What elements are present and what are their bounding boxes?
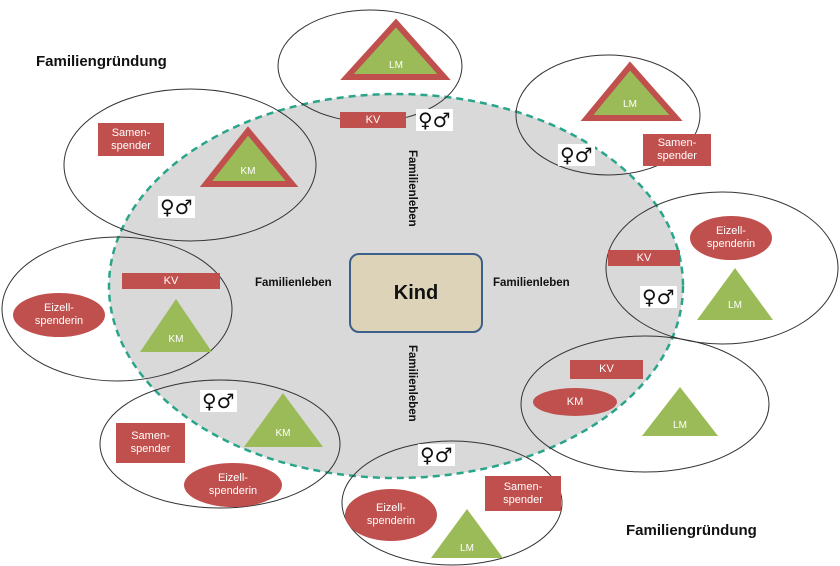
triangle-top-left-label: KM (241, 166, 256, 177)
gender-symbol-icon: ♀♂ (416, 108, 453, 132)
family-ellipse-left (1, 236, 233, 382)
km-label-bottom-right: KM (533, 388, 617, 416)
samenspender-label-top-left: Samen- spender (98, 123, 164, 156)
gender-symbol-icon: ♀♂ (640, 285, 677, 309)
kv-label-top: KV (340, 112, 406, 128)
heading-familiengruendung-top: Familiengründung (36, 53, 167, 70)
triangle-bottom-right (642, 387, 718, 436)
familienleben-right-label: Familienleben (493, 277, 570, 289)
family-ellipse-bottom-right (520, 335, 770, 473)
eizellspenderin-label-left: Eizell- spenderin (13, 293, 105, 337)
samenspender-label-bottom: Samen- spender (485, 476, 561, 511)
familienleben-bottom-label: Familienleben (406, 345, 418, 422)
eizellspenderin-label-right: Eizell- spenderin (690, 216, 772, 260)
triangle-left (140, 299, 212, 352)
kv-label-bottom-right: KV (570, 360, 643, 379)
triangle-top-right-label: LM (623, 99, 637, 110)
kv-label-left: KV (122, 273, 220, 289)
kind-box: Kind (349, 253, 483, 333)
triangle-bottom-label: LM (460, 543, 474, 554)
eizellspenderin-label-bottom-left: Eizell- spenderin (184, 463, 282, 507)
triangle-bottom-left (244, 393, 323, 447)
triangle-right-label: LM (728, 300, 742, 311)
eizellspenderin-label-bottom: Eizell- spenderin (345, 489, 437, 541)
kind-label: Kind (393, 281, 439, 304)
triangle-top-left (199, 126, 299, 187)
triangle-left-label: KM (169, 334, 184, 345)
family-ellipse-top-right (515, 54, 701, 176)
kv-label-right: KV (608, 250, 680, 266)
triangle-bottom-left-label: KM (276, 428, 291, 439)
gender-symbol-icon: ♀♂ (558, 143, 595, 167)
gender-symbol-icon: ♀♂ (158, 195, 195, 219)
triangle-top-right (580, 61, 683, 121)
triangle-top (340, 18, 451, 80)
familienleben-left-label: Familienleben (255, 277, 332, 289)
family-ellipse-right (605, 191, 839, 345)
heading-familiengruendung-bottom: Familiengründung (626, 522, 757, 539)
gender-symbol-icon: ♀♂ (418, 443, 455, 467)
familienleben-top-label: Familienleben (406, 150, 418, 227)
triangle-bottom (431, 509, 503, 558)
family-ellipse-top-left (63, 88, 317, 242)
samenspender-label-bottom-left: Samen- spender (116, 423, 185, 463)
family-ellipse-bottom (341, 440, 563, 566)
triangle-top-label: LM (389, 60, 403, 71)
samenspender-label-top-right: Samen- spender (643, 134, 711, 166)
gender-symbol-icon: ♀♂ (200, 389, 237, 413)
family-ellipse-bottom-left (99, 379, 341, 509)
triangle-bottom-right-label: LM (673, 420, 687, 431)
triangle-right (697, 268, 773, 320)
